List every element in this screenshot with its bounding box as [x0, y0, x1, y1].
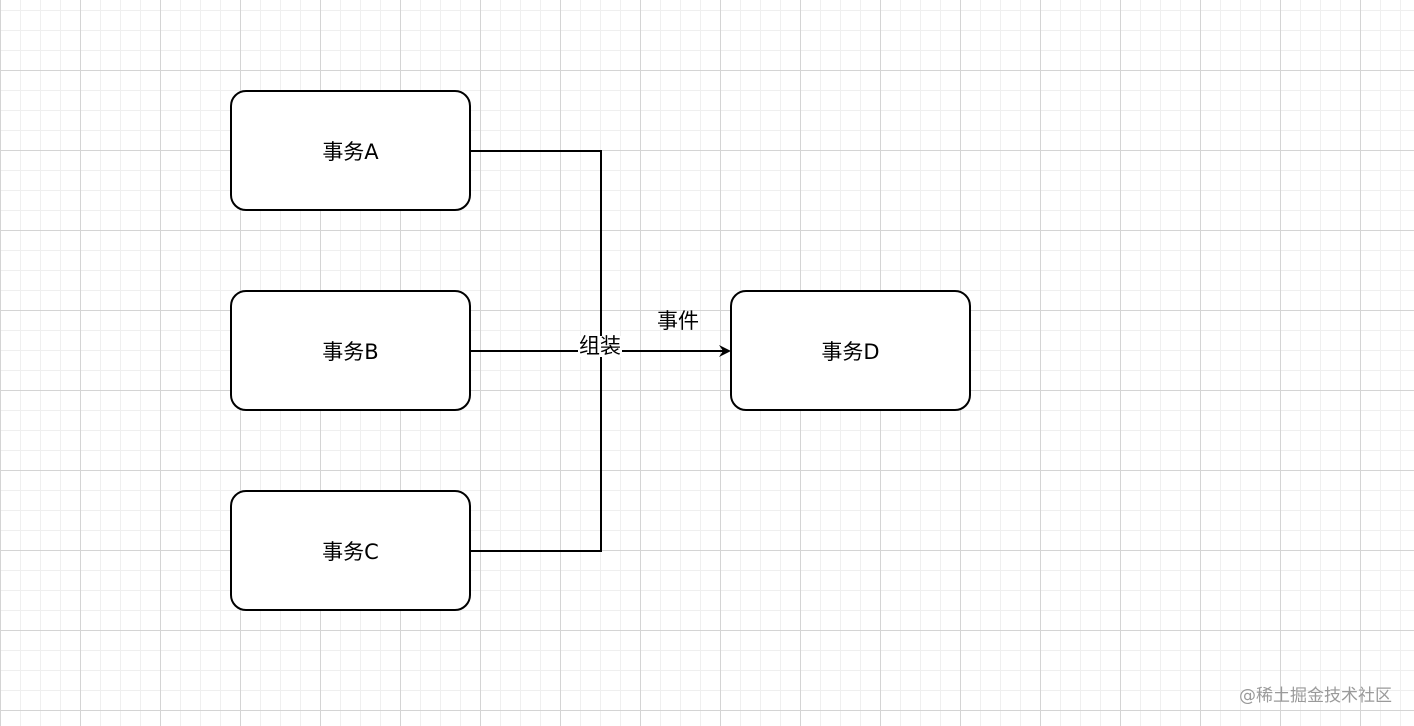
merge-label: 组装 [578, 334, 622, 358]
node-label: 事务D [821, 339, 880, 364]
node-transaction-d[interactable]: 事务D [730, 290, 971, 411]
node-transaction-a[interactable]: 事务A [230, 90, 471, 211]
node-transaction-b[interactable]: 事务B [230, 290, 471, 411]
node-label: 事务A [322, 139, 379, 164]
node-label: 事务C [322, 539, 379, 564]
edge-c-to-merge [471, 351, 602, 552]
node-transaction-c[interactable]: 事务C [230, 490, 471, 611]
node-label: 事务B [322, 339, 379, 364]
event-label: 事件 [657, 309, 699, 333]
watermark: @稀土掘金技术社区 [1239, 686, 1392, 706]
edge-a-to-merge [471, 150, 602, 351]
